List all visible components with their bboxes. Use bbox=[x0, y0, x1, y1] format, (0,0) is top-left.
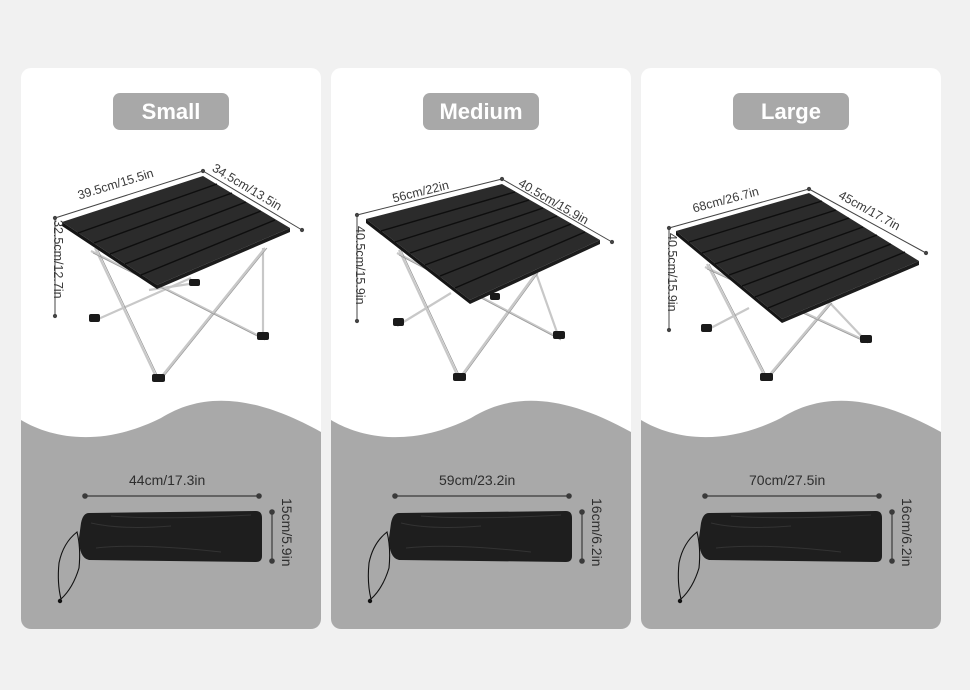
size-label-large: Large bbox=[733, 93, 849, 130]
size-label-medium: Medium bbox=[423, 93, 539, 130]
size-card-medium: Medium 56cm/22in 40.5cm/15.9in 40.5cm/15… bbox=[331, 68, 631, 629]
size-label-small: Small bbox=[113, 93, 229, 130]
size-card-large: Large 68cm/26.7in 45cm/17.7in 40.5cm/15.… bbox=[641, 68, 941, 629]
table-height-small: 32.5cm/12.7in bbox=[51, 220, 65, 299]
bag-diameter-small: 15cm/5.9in bbox=[279, 498, 295, 567]
size-card-small: Small 39.5cm/15.5in 34.5cm/13.5in 32.5cm… bbox=[21, 68, 321, 629]
bag-length-medium: 59cm/23.2in bbox=[439, 472, 516, 488]
bag-diameter-large: 16cm/6.2in bbox=[899, 498, 915, 567]
bag-length-small: 44cm/17.3in bbox=[129, 472, 206, 488]
table-illustration-medium bbox=[331, 176, 631, 629]
table-illustration-large bbox=[641, 186, 941, 629]
table-height-medium: 40.5cm/15.9in bbox=[353, 226, 367, 305]
bag-diameter-medium: 16cm/6.2in bbox=[589, 498, 605, 567]
bag-length-large: 70cm/27.5in bbox=[749, 472, 826, 488]
table-illustration-small bbox=[21, 168, 321, 629]
table-height-large: 40.5cm/15.9in bbox=[665, 233, 679, 312]
